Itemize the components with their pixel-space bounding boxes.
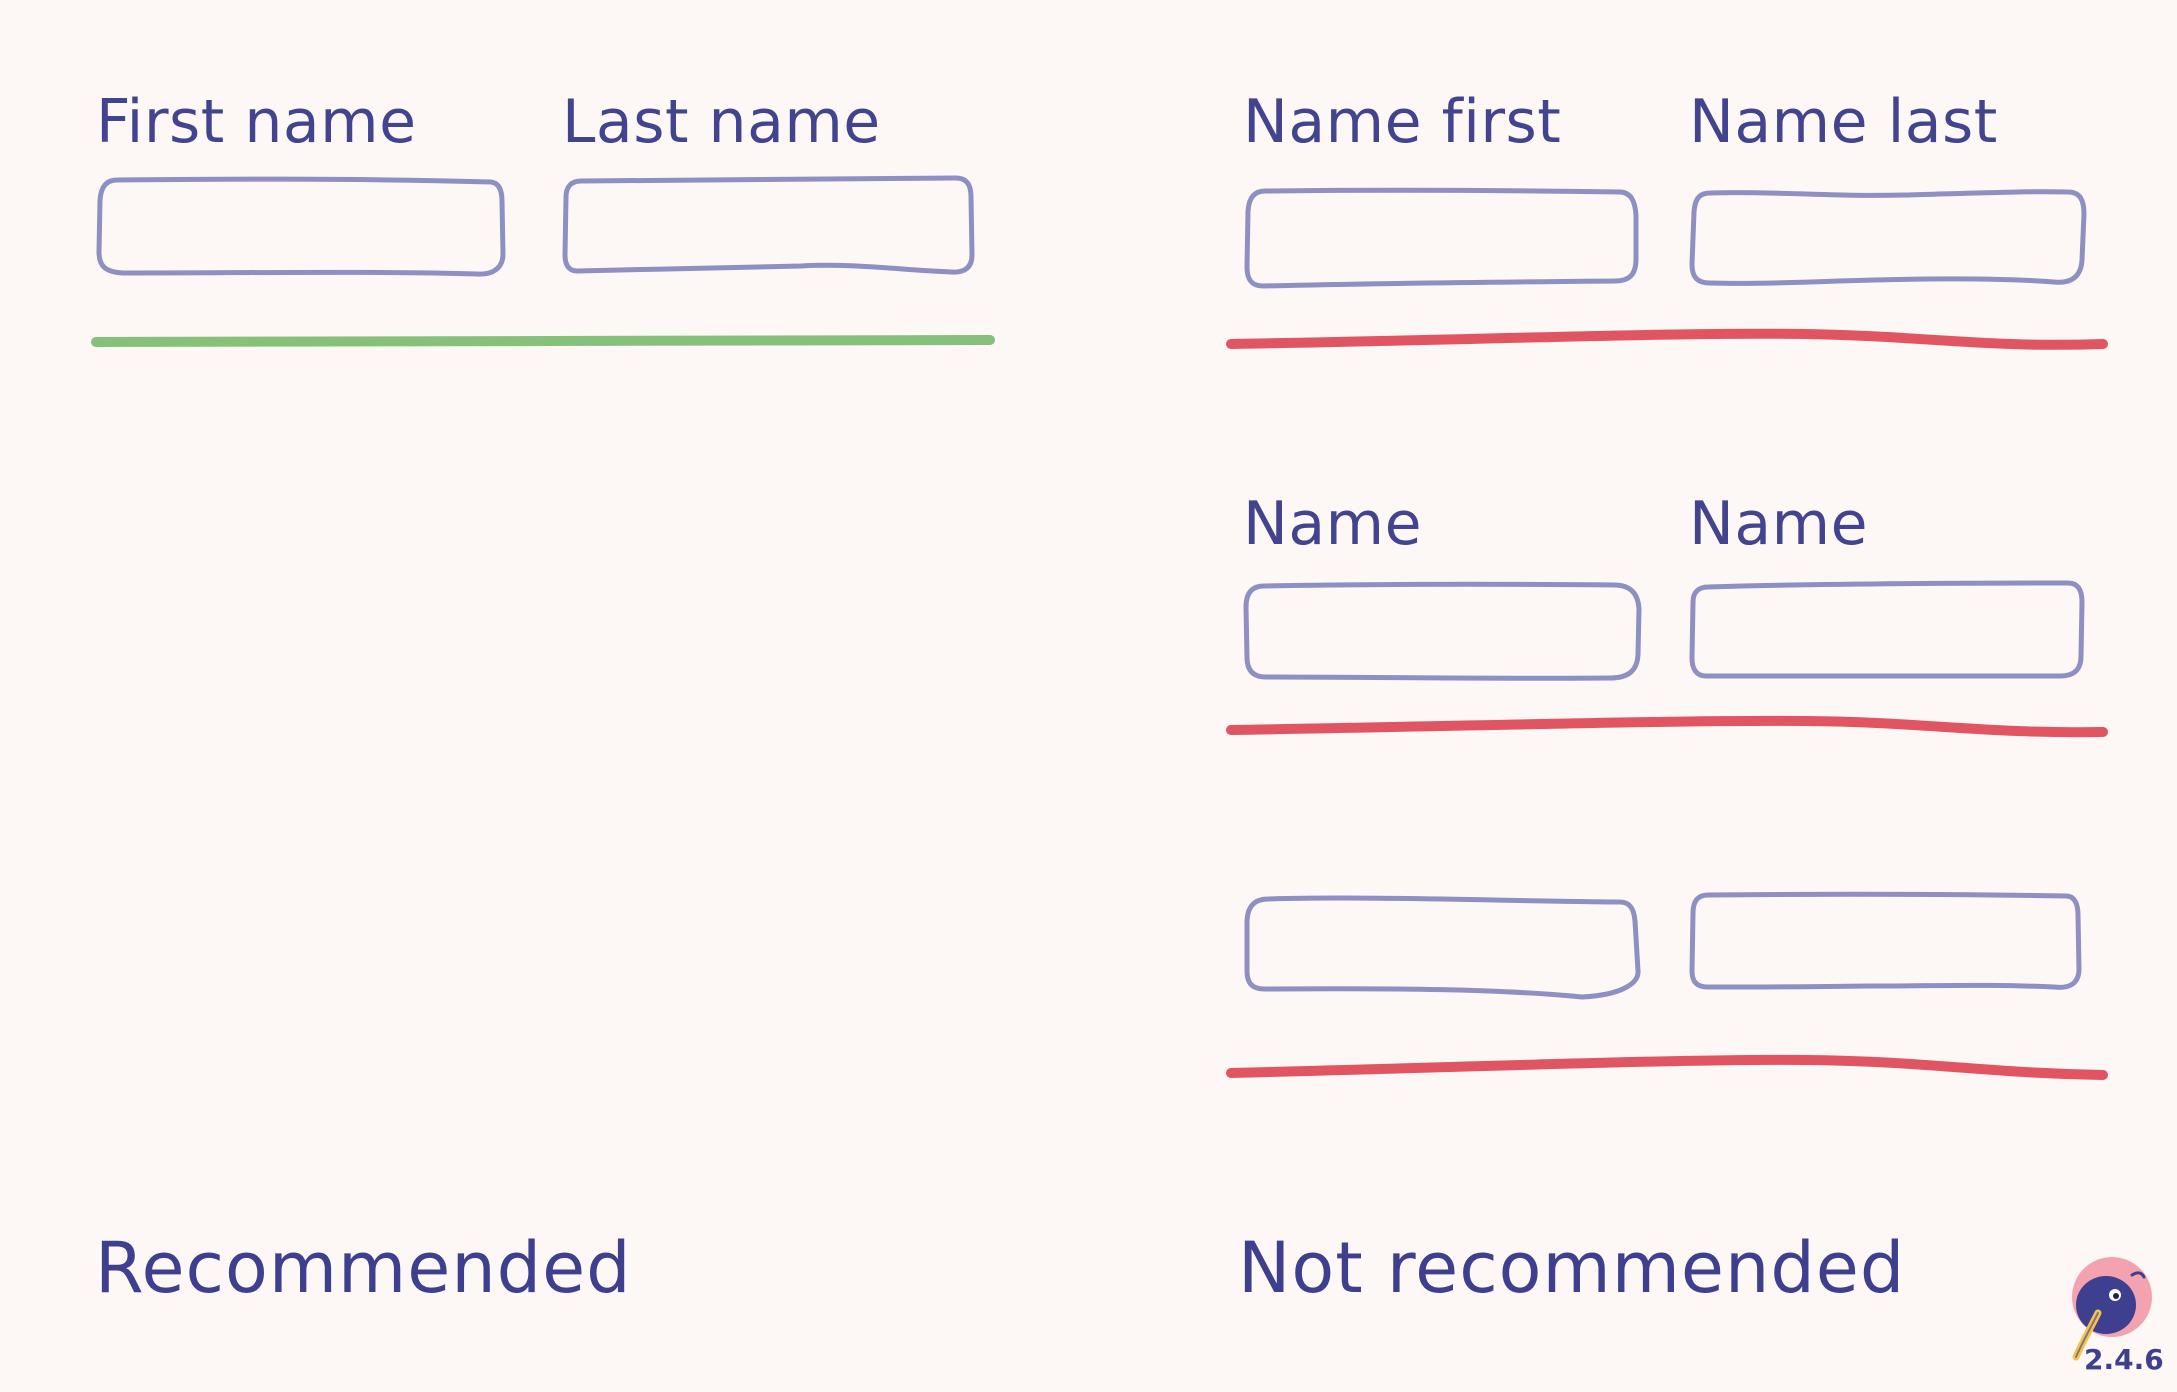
recommended-first-name-input[interactable] xyxy=(95,176,507,278)
recommended-label-first-name: First name xyxy=(96,87,417,157)
bad-example-3-underline xyxy=(1226,1054,2108,1080)
bad-example-2-first-input[interactable] xyxy=(1242,581,1642,683)
recommended-last-name-input[interactable] xyxy=(561,175,976,277)
bad-example-1-label-last: Name last xyxy=(1689,87,1998,157)
recommended-caption: Recommended xyxy=(95,1227,632,1309)
bad-example-2-label-first: Name xyxy=(1243,489,1423,559)
bad-example-3-first-input[interactable] xyxy=(1242,893,1644,1001)
bad-example-1-underline xyxy=(1226,328,2108,350)
version-label: 2.4.6 xyxy=(2084,1343,2164,1376)
bad-example-1-last-input[interactable] xyxy=(1688,188,2088,288)
bad-example-2-underline xyxy=(1226,715,2108,738)
bad-example-2-label-last: Name xyxy=(1689,489,1869,559)
kiwi-bird-icon xyxy=(2072,1257,2152,1361)
bad-example-1-label-first: Name first xyxy=(1243,87,1562,157)
recommended-good-underline xyxy=(91,335,995,347)
bad-example-1-first-input[interactable] xyxy=(1243,187,1643,291)
recommended-label-last-name: Last name xyxy=(562,87,881,157)
bad-example-3-last-input[interactable] xyxy=(1688,891,2088,993)
bad-example-2-last-input[interactable] xyxy=(1688,580,2088,682)
not-recommended-caption: Not recommended xyxy=(1238,1227,1906,1309)
